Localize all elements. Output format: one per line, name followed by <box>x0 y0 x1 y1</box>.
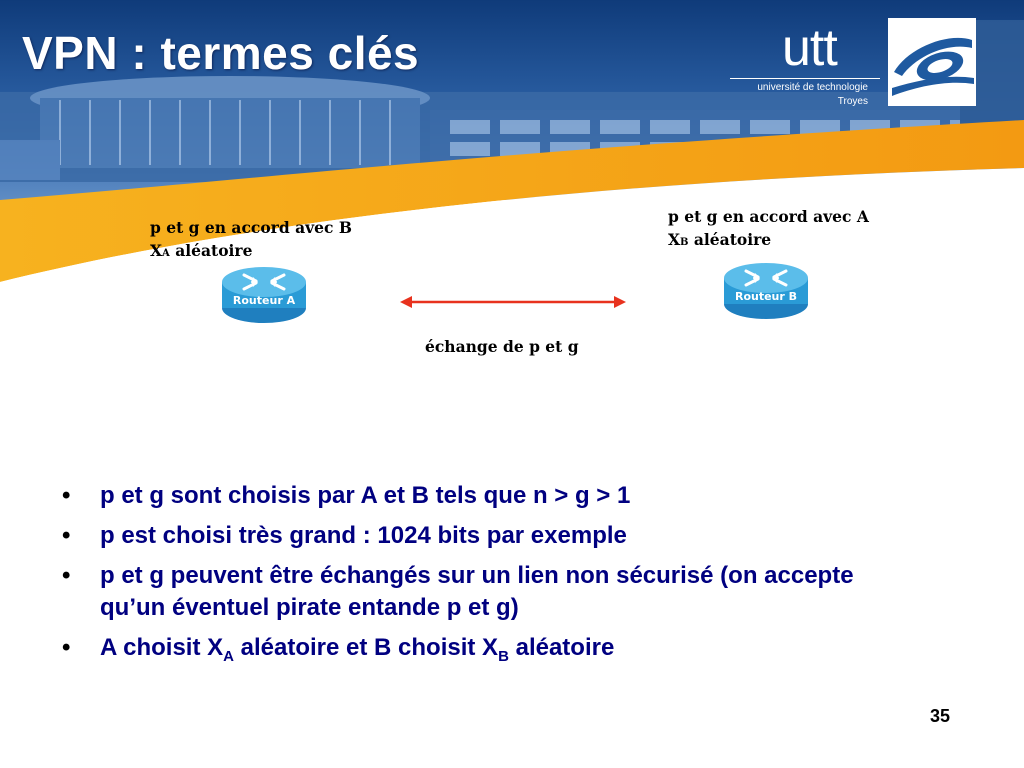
bullet-text-part: aléatoire <box>508 634 615 661</box>
bullet-text-part: A choisit X <box>100 634 224 661</box>
bullet-item: • p est choisi très grand : 1024 bits par… <box>62 520 922 552</box>
logo-wordmark: utt <box>782 19 838 77</box>
var-sub-b: B <box>680 237 689 248</box>
router-a: Routeur A <box>220 264 308 326</box>
router-b-label: p et g en accord avec A XB aléatoire <box>668 205 869 254</box>
router-b-label-line1: p et g en accord avec A <box>668 207 869 226</box>
white-swoosh <box>0 168 1024 290</box>
var-sub-a: A <box>162 248 170 259</box>
router-icon <box>724 263 808 319</box>
utt-logo: utt université de technologie Troyes <box>730 18 976 107</box>
var-x: X <box>668 230 681 249</box>
router-a-name: Routeur A <box>232 294 296 307</box>
logo-divider <box>730 78 880 79</box>
router-a-label: p et g en accord avec B XA aléatoire <box>150 216 352 265</box>
router-b-label-line2: XB aléatoire <box>668 228 869 254</box>
logo-city: Troyes <box>837 96 868 107</box>
bullet-item: • p et g peuvent être échangés sur un lie… <box>62 560 922 624</box>
subscript-a: A <box>223 648 234 665</box>
var-x: X <box>150 241 163 260</box>
exchange-arrow <box>400 296 626 308</box>
bullet-text: p et g peuvent être échangés sur un lien… <box>100 562 854 621</box>
bullet-dot: • <box>62 562 71 589</box>
bullet-item: •A choisit XA aléatoire et B choisit XB … <box>62 632 922 667</box>
bullet-dot: • <box>62 522 71 549</box>
router-b: Routeur B <box>722 260 810 322</box>
bullet-list: • p et g sont choisis par A et B tels que… <box>62 480 922 675</box>
router-icon <box>222 267 306 323</box>
bullet-dot: • <box>62 482 71 509</box>
exchange-label: échange de p et g <box>425 337 579 356</box>
router-a-label-line2: XA aléatoire <box>150 239 352 265</box>
router-b-name: Routeur B <box>734 290 798 303</box>
bullet-text: p et g sont choisis par A et B tels que … <box>100 482 631 509</box>
label-rest: aléatoire <box>688 230 772 249</box>
bullet-text: p est choisi très grand : 1024 bits par … <box>100 522 627 549</box>
bullet-item: • p et g sont choisis par A et B tels que… <box>62 480 922 512</box>
bullet-dot: • <box>62 634 71 661</box>
bullet-text-part: aléatoire et B choisit X <box>233 634 499 661</box>
orange-swoosh <box>0 120 1024 282</box>
router-a-label-line1: p et g en accord avec B <box>150 218 352 237</box>
header-banner <box>0 0 1024 290</box>
slide-title: VPN : termes clés <box>22 27 420 79</box>
logo-emblem-icon <box>888 18 976 106</box>
page-number: 35 <box>930 706 951 726</box>
logo-university: université de technologie <box>757 82 868 93</box>
label-rest: aléatoire <box>169 241 253 260</box>
subscript-b: B <box>498 648 509 665</box>
